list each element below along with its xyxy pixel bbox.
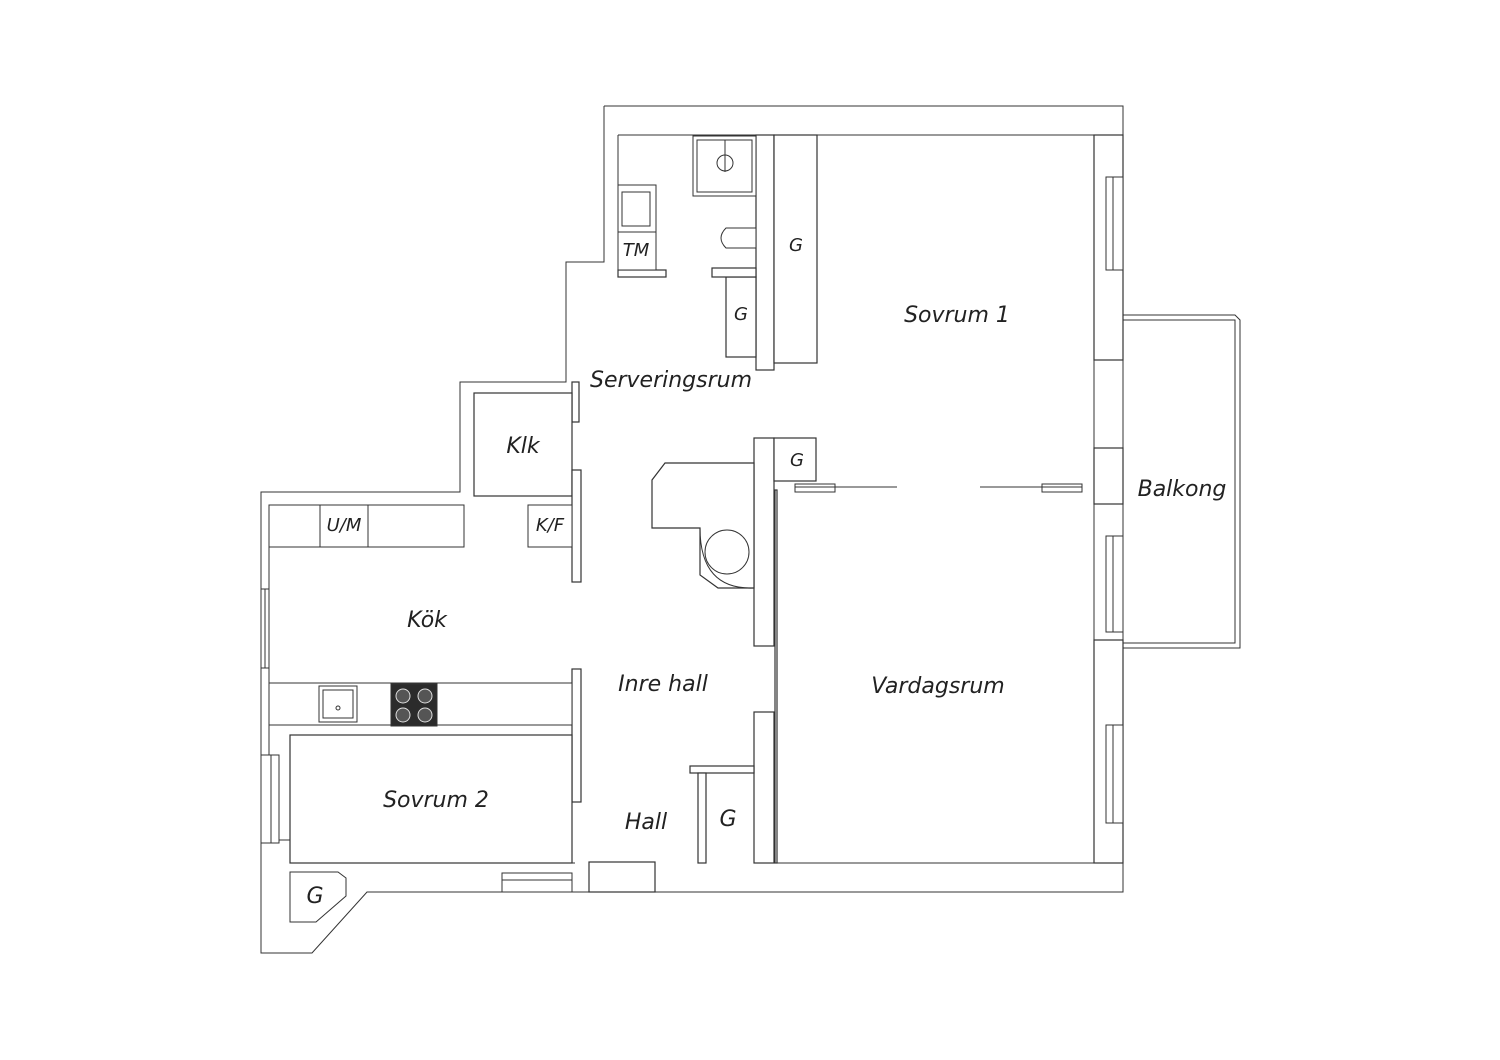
fixture-label-um: U/M [326, 515, 362, 536]
balcony [1123, 314, 1241, 649]
room-label-serveringsrum: Serveringsrum [589, 368, 753, 393]
room-label-kok: Kök [407, 608, 447, 633]
room-label-inre-hall: Inre hall [618, 672, 708, 697]
fixture-label-tm: TM [622, 240, 650, 261]
wardrobe-corner [289, 871, 347, 923]
wardrobe-label: G [719, 807, 737, 832]
bathroom-fixtures [617, 135, 757, 271]
interior-walls [289, 134, 1124, 893]
fixture-label-kf: K/F [535, 515, 565, 536]
chimney [651, 462, 755, 589]
room-label-balkong: Balkong [1137, 477, 1227, 502]
room-label-hall: Hall [624, 810, 668, 835]
wardrobe-label: G [306, 884, 324, 909]
wardrobe-label: G [734, 304, 748, 325]
windows [260, 176, 1124, 893]
room-label-vardagsrum: Vardagsrum [871, 674, 1005, 699]
room-label-sovrum-1: Sovrum 1 [904, 303, 1010, 328]
sliding-doors [794, 483, 1083, 493]
wardrobe-label: G [789, 235, 803, 256]
wardrobe-label: G [790, 450, 804, 471]
room-label-klk: Klk [506, 434, 540, 459]
kitchen-counters [268, 504, 573, 727]
room-label-sovrum-2: Sovrum 2 [383, 788, 489, 813]
